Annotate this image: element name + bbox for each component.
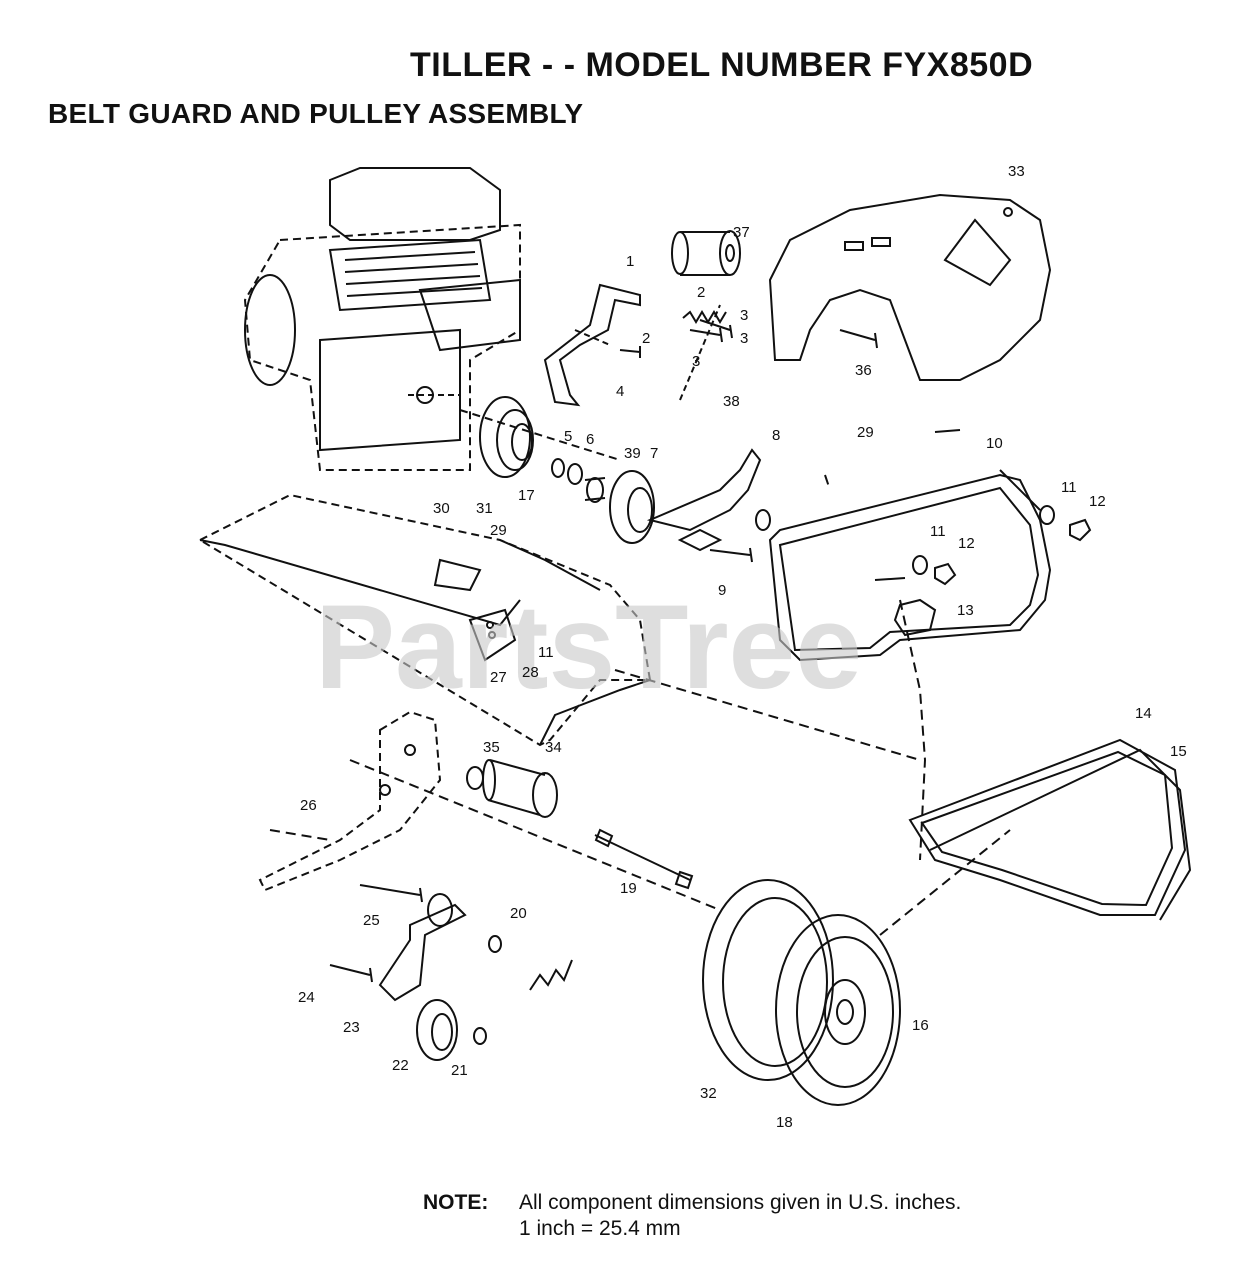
callout-3: 3	[740, 307, 748, 324]
note-line-2: 1 inch = 25.4 mm	[519, 1217, 681, 1240]
belt-cover-illustration	[768, 429, 1052, 662]
cover-hardware-illustration	[893, 505, 1092, 637]
main-pulley-illustration	[702, 829, 1011, 1106]
callout-labels: 33 37 1 2 3 2 3 3 4 36 38 5 6 39 7 8 29 …	[298, 163, 1187, 1131]
belt-guard-illustration	[768, 193, 1052, 381]
callout-32: 32	[700, 1085, 717, 1102]
callout-8: 8	[772, 427, 780, 444]
callout-3c: 3	[740, 330, 748, 347]
spacer-illustration	[671, 230, 741, 276]
callout-20: 20	[510, 905, 527, 922]
callout-12: 12	[1089, 493, 1106, 510]
callout-36: 36	[855, 362, 872, 379]
callout-12b: 12	[958, 535, 975, 552]
lower-spacer-illustration	[349, 759, 721, 911]
note-line-1: All component dimensions given in U.S. i…	[519, 1191, 962, 1214]
callout-11c: 11	[538, 644, 554, 661]
bracket-illustration	[543, 283, 641, 407]
page-title: TILLER - - MODEL NUMBER FYX850D	[410, 46, 1034, 84]
callout-25: 25	[363, 912, 380, 929]
shaft-illustration	[594, 828, 694, 890]
dimension-note: NOTE: All component dimensions given in U…	[423, 1190, 961, 1242]
callout-17: 17	[518, 487, 535, 504]
callout-38: 38	[723, 393, 740, 410]
lower-bracket-illustration	[258, 710, 442, 892]
assembly-guide-lines	[269, 474, 927, 861]
callout-15: 15	[1170, 743, 1187, 760]
callout-18: 18	[776, 1114, 793, 1131]
callout-39: 39	[624, 445, 641, 462]
engine-illustration	[243, 167, 521, 471]
callout-14: 14	[1135, 705, 1152, 722]
callout-4: 4	[616, 383, 624, 400]
callout-27: 27	[490, 669, 507, 686]
callout-24: 24	[298, 989, 315, 1006]
callout-23: 23	[343, 1019, 360, 1036]
callout-22: 22	[392, 1057, 409, 1074]
idler-arm-illustration	[646, 448, 771, 563]
callout-5: 5	[564, 428, 572, 445]
callout-9: 9	[718, 582, 726, 599]
callout-31: 31	[476, 500, 493, 517]
callout-26: 26	[300, 797, 317, 814]
idler-assembly-illustration	[329, 884, 573, 1061]
washer-set-illustration	[551, 458, 655, 544]
drive-belt-illustration	[908, 738, 1192, 921]
callout-2: 2	[697, 284, 705, 301]
callout-19: 19	[620, 880, 637, 897]
callout-29b: 29	[490, 522, 507, 539]
bolt-set-illustration	[619, 304, 878, 401]
section-title: BELT GUARD AND PULLEY ASSEMBLY	[48, 98, 584, 129]
callout-11: 11	[1061, 479, 1077, 496]
callout-29: 29	[857, 424, 874, 441]
engine-pulley-illustration	[459, 396, 621, 478]
callout-28: 28	[522, 664, 539, 681]
callout-21: 21	[451, 1062, 468, 1079]
note-label: NOTE:	[423, 1191, 489, 1214]
tine-shield-illustration	[197, 493, 652, 747]
callout-13: 13	[957, 602, 974, 619]
callout-33: 33	[1008, 163, 1025, 180]
callout-35: 35	[483, 739, 500, 756]
callout-6: 6	[586, 431, 594, 448]
callout-3b: 3	[692, 353, 700, 370]
callout-11b: 11	[930, 523, 946, 540]
callout-2b: 2	[642, 330, 650, 347]
callout-10: 10	[986, 435, 1003, 452]
callout-1: 1	[626, 253, 634, 270]
callout-7: 7	[650, 445, 658, 462]
callout-34: 34	[545, 739, 562, 756]
watermark: PartsTree	[315, 580, 862, 714]
spring-illustration	[682, 310, 727, 324]
callout-30: 30	[433, 500, 450, 517]
callout-16: 16	[912, 1017, 929, 1034]
callout-37: 37	[733, 224, 750, 241]
